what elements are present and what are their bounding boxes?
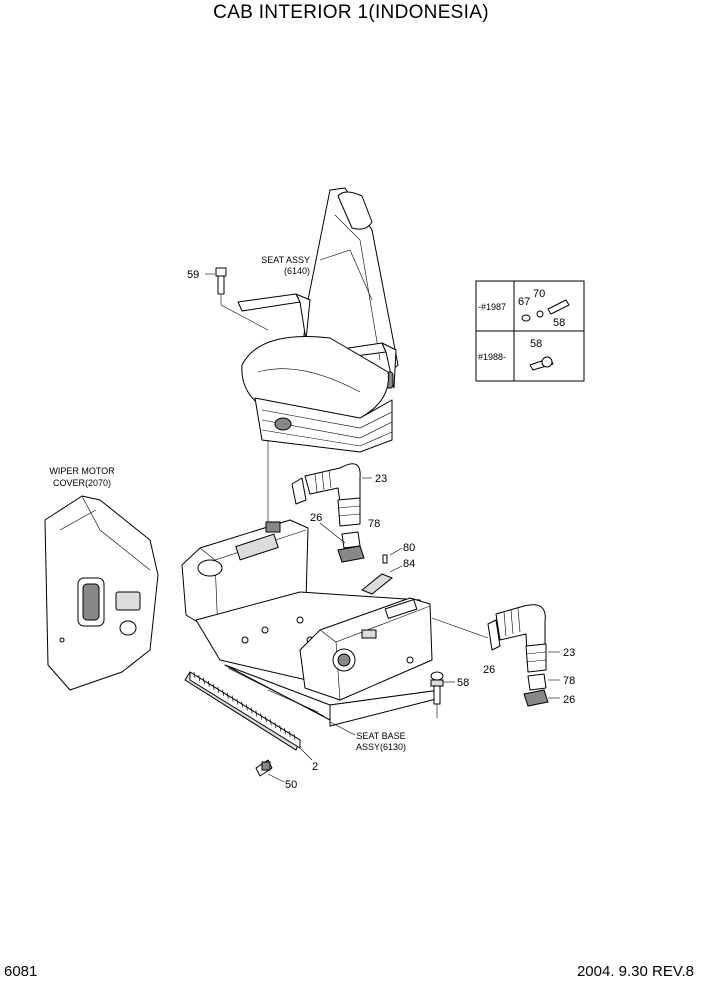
bolt-50 [255,759,285,783]
louver-slot [265,716,267,723]
page-title: CAB INTERIOR 1(INDONESIA) [213,2,489,23]
louver-slot [217,686,220,693]
louver-slot [226,692,229,699]
callout-58: 58 [457,677,469,689]
seat-base-assembly [181,519,441,761]
callout-84: 84 [403,558,415,570]
louver-slot [231,695,234,702]
callout-78-upper: 78 [368,518,380,530]
air-duct-upper [291,463,372,527]
callout-78-right: 78 [563,675,575,687]
louver-slot [246,704,248,711]
screw-80 [382,547,403,564]
seat-assembly [237,187,399,650]
clip-26-lower [523,689,560,707]
louver-slot [241,701,243,708]
louver-slot [207,680,210,687]
inset-part-58a: 58 [553,317,565,329]
louver-slot [288,730,291,738]
inset-part-67: 67 [518,296,530,308]
louver-slot [212,683,215,690]
louver-slot [222,689,224,696]
callout-26-lower: 26 [563,694,575,706]
bolt-59 [205,267,269,331]
page-number: 6081 [4,963,38,980]
louver-slot [255,710,258,717]
bolt-58 [430,671,455,718]
inset-part-70: 70 [533,288,545,300]
callout-23-right: 23 [563,647,575,659]
louver-slot [198,674,201,682]
louver-slot [293,733,296,741]
callout-26-right: 26 [483,664,495,676]
wiper-cover-label: WIPER MOTOR [49,466,115,476]
date-revision: 2004. 9.30 REV.8 [576,963,694,980]
inset-part-58b: 58 [530,338,542,350]
nozzle-78-lower [527,673,560,691]
inset-row2-label: #1988- [478,352,506,362]
louver-slot [203,677,205,684]
inset-row1-label: -#1987 [478,302,506,312]
louver-slots [193,671,296,741]
louver-slot [236,698,239,705]
wiper-motor-cover [44,495,159,691]
callout-26-upper: 26 [310,512,322,524]
callout-59: 59 [187,269,199,281]
louver-slot [260,713,263,720]
seat-assy-label: SEAT ASSY [261,255,310,265]
louver-slot [250,707,253,714]
air-duct-lower [431,604,560,673]
seat-assy-code: (6140) [284,266,310,276]
seat-base-label: SEAT BASE [356,731,405,741]
louver-slot [193,671,196,679]
wiper-cover-code: COVER(2070) [53,478,111,488]
plate-84 [361,565,403,595]
seat-base-code: ASSY(6130) [356,742,406,752]
louver-slot [279,725,282,732]
nozzle-78-upper [319,522,365,563]
callout-80: 80 [403,542,415,554]
louver-slot [269,719,272,726]
callout-2: 2 [312,761,318,773]
inset-serial-table: -#1987 #1988- 67 70 58 58 [475,280,585,382]
louver-slot [284,728,286,735]
callout-23-upper: 23 [375,473,387,485]
louver-slot [274,722,277,729]
callout-50: 50 [285,779,297,791]
